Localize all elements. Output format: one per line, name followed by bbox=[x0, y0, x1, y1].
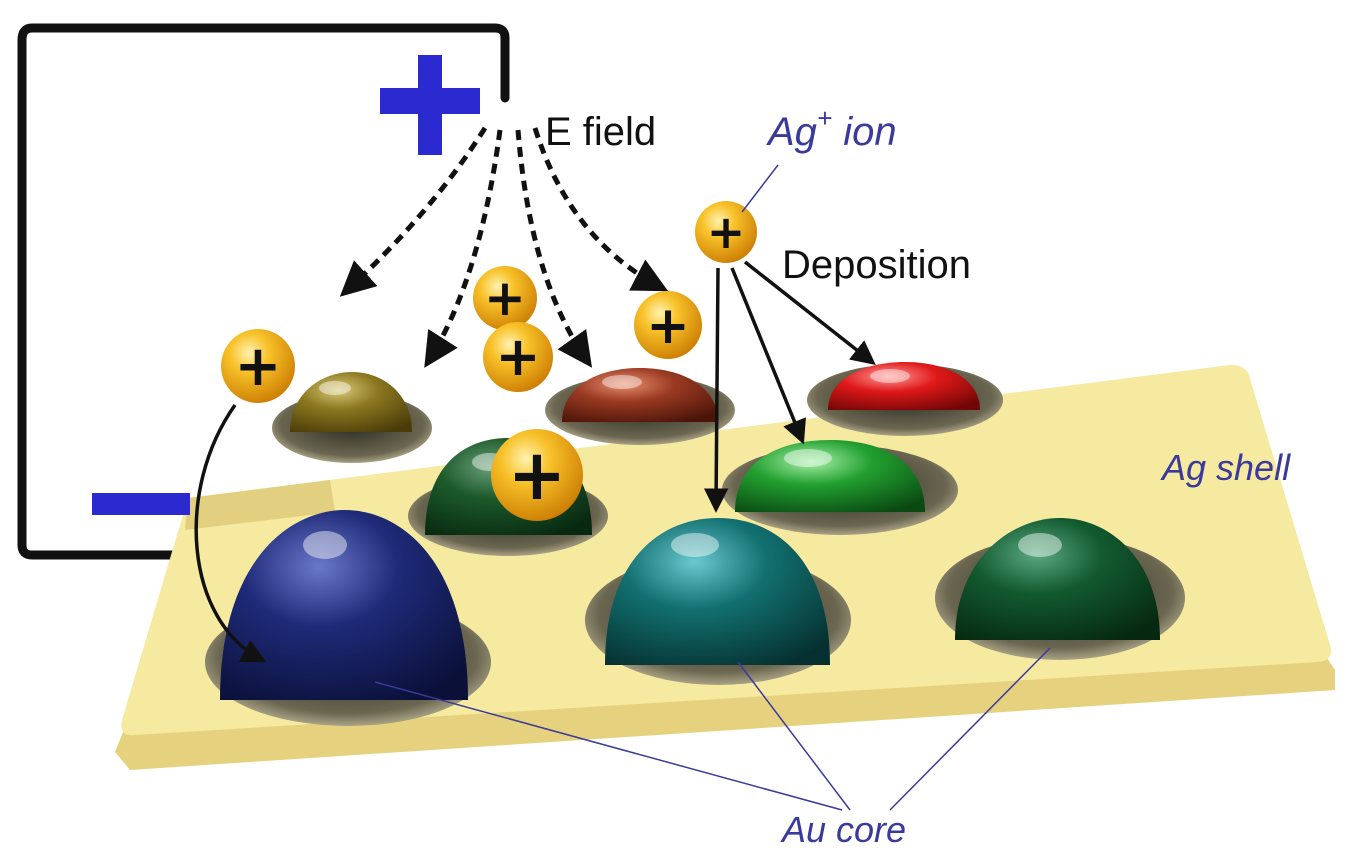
ion-right-mid-symbol: + bbox=[646, 296, 690, 356]
ion-labeled-symbol: + bbox=[707, 205, 746, 259]
ion-left: + bbox=[221, 329, 295, 403]
deposition-label: Deposition bbox=[782, 243, 971, 287]
dome-forest bbox=[955, 518, 1160, 640]
dome-brown bbox=[562, 368, 718, 422]
dome-teal bbox=[605, 518, 830, 665]
e-field-label: E field bbox=[545, 110, 656, 154]
leader-lines bbox=[374, 164, 1051, 811]
deposition-arrows bbox=[194, 260, 876, 663]
circuit-wire bbox=[17, 23, 510, 560]
dome-green bbox=[735, 440, 925, 512]
e-field-arrows bbox=[339, 126, 669, 368]
ion-mid: + bbox=[483, 322, 553, 392]
ag-ion-label-sup: + bbox=[817, 103, 832, 133]
ag-ions: + + + + + + bbox=[221, 201, 757, 521]
au-core-label: Au core bbox=[780, 809, 906, 850]
ag-ion-label-main: Ag bbox=[766, 110, 817, 154]
dome-navy bbox=[220, 510, 468, 700]
ion-mid-symbol: + bbox=[495, 325, 540, 388]
dome-red bbox=[828, 362, 980, 410]
ag-ion-label: Ag+ ion bbox=[766, 103, 897, 154]
ion-on-dome-symbol: + bbox=[508, 434, 567, 516]
ag-shell-label: Ag shell bbox=[1160, 447, 1291, 488]
ion-labeled: + bbox=[695, 201, 757, 263]
ion-on-dome: + bbox=[491, 429, 583, 521]
ion-right-mid: + bbox=[634, 291, 702, 359]
dome-olive bbox=[290, 372, 412, 432]
positive-electrode-sign bbox=[380, 55, 480, 155]
ion-left-symbol: + bbox=[235, 334, 282, 399]
negative-electrode-sign bbox=[92, 493, 190, 515]
ion-top-mid-symbol: + bbox=[484, 269, 526, 327]
ag-ion-label-tail: ion bbox=[832, 110, 897, 154]
ion-top-mid: + bbox=[473, 266, 537, 330]
